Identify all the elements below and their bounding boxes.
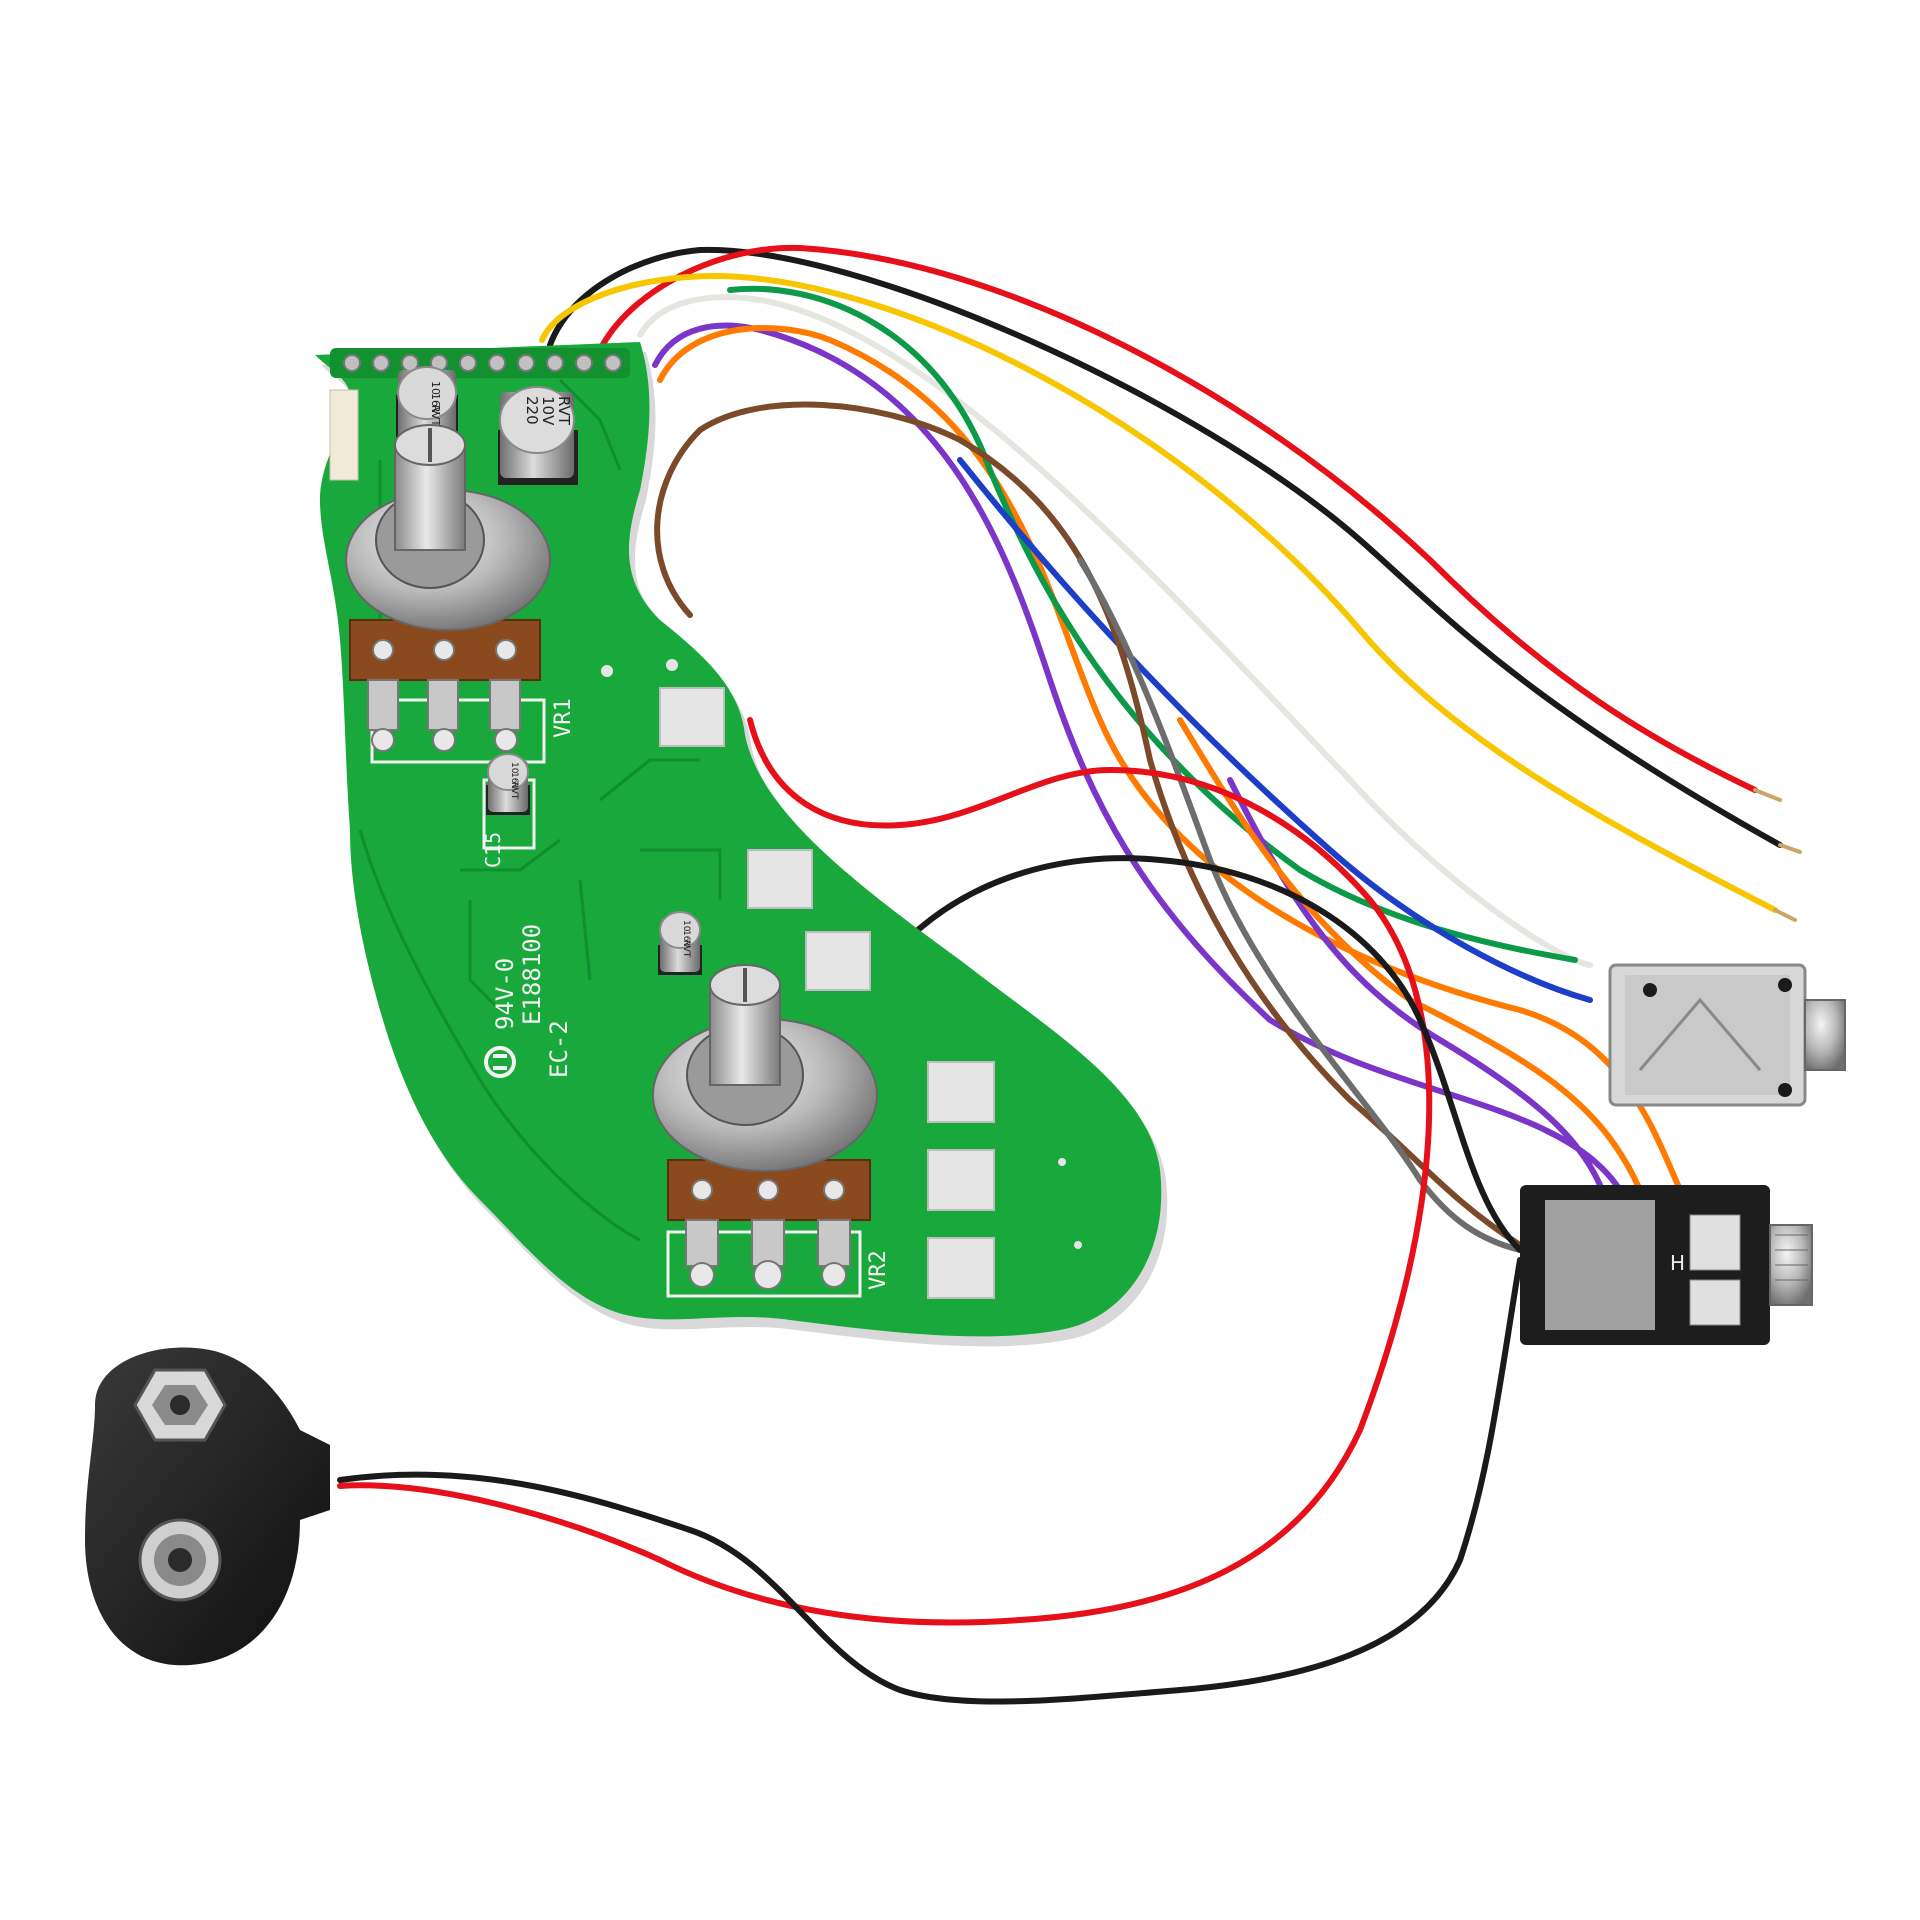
wire-black-top xyxy=(547,246,1783,848)
svg-text:10 16V RVT: 10 16V RVT xyxy=(681,920,691,958)
ec-logo-icon xyxy=(484,1046,516,1078)
wire-bundle xyxy=(337,244,1802,1705)
wire-tip-black xyxy=(1778,843,1802,854)
label-ul-code: E188100 xyxy=(518,924,546,1025)
battery-terminal-hex-icon xyxy=(133,1368,227,1442)
cap3-value: 10 xyxy=(509,762,519,774)
label-vr2: VR2 xyxy=(866,1250,891,1290)
cap1-voltage: 16V xyxy=(429,393,442,415)
cap1-value: 10 xyxy=(429,381,442,395)
cap2-value: 220 xyxy=(523,396,541,425)
battery-terminal-round-icon xyxy=(138,1518,222,1602)
capacitor-c4: 10 16V RVT xyxy=(658,911,702,975)
wire-yellow xyxy=(539,272,1778,913)
wire-red-top xyxy=(597,244,1758,793)
svg-text:10 16V RVT: 10 16V RVT xyxy=(429,381,442,427)
solder-pads xyxy=(659,687,995,1299)
battery-snap xyxy=(85,1347,330,1666)
cap2-brand: RVT xyxy=(555,396,573,426)
cap4-voltage: 16V xyxy=(681,930,691,948)
jack-switch-label: H xyxy=(1670,1251,1685,1275)
label-model: EC-2 xyxy=(545,1020,573,1078)
wire-tip-yellow xyxy=(1773,908,1797,922)
wire-black-mid xyxy=(877,855,1523,1253)
wire-red-loop xyxy=(337,717,1433,1626)
wire-blue xyxy=(957,457,1593,1003)
capacitor-c2: 220 10V RVT xyxy=(498,386,578,485)
wire-orange-top xyxy=(657,325,1683,1193)
capacitor-c15: 10 16V RVT xyxy=(486,753,530,815)
audio-jack-clear xyxy=(1608,963,1846,1107)
cap4-brand: RVT xyxy=(681,940,691,958)
header-pins xyxy=(330,348,630,378)
label-rating: 94V-0 xyxy=(491,958,519,1030)
side-connector xyxy=(329,389,359,481)
cap1-brand: RVT xyxy=(429,405,442,427)
wire-white xyxy=(637,294,1593,968)
audio-jack-black: H xyxy=(1520,1185,1813,1345)
wire-tip-red xyxy=(1753,788,1782,802)
label-vr1: VR1 xyxy=(551,698,576,738)
wire-gray xyxy=(1077,557,1523,1253)
wire-black-loop xyxy=(337,1257,1523,1705)
cap4-value: 10 xyxy=(681,920,691,932)
cap3-brand: RVT xyxy=(509,782,519,800)
potentiometer-vr2 xyxy=(652,964,878,1290)
cap3-voltage: 16V xyxy=(509,772,519,790)
svg-text:10 16V RVT: 10 16V RVT xyxy=(509,762,519,800)
svg-text:220 10V RVT: 220 10V RVT xyxy=(523,396,573,430)
cap2-voltage: 10V xyxy=(539,396,557,426)
potentiometer-vr1 xyxy=(345,424,551,752)
